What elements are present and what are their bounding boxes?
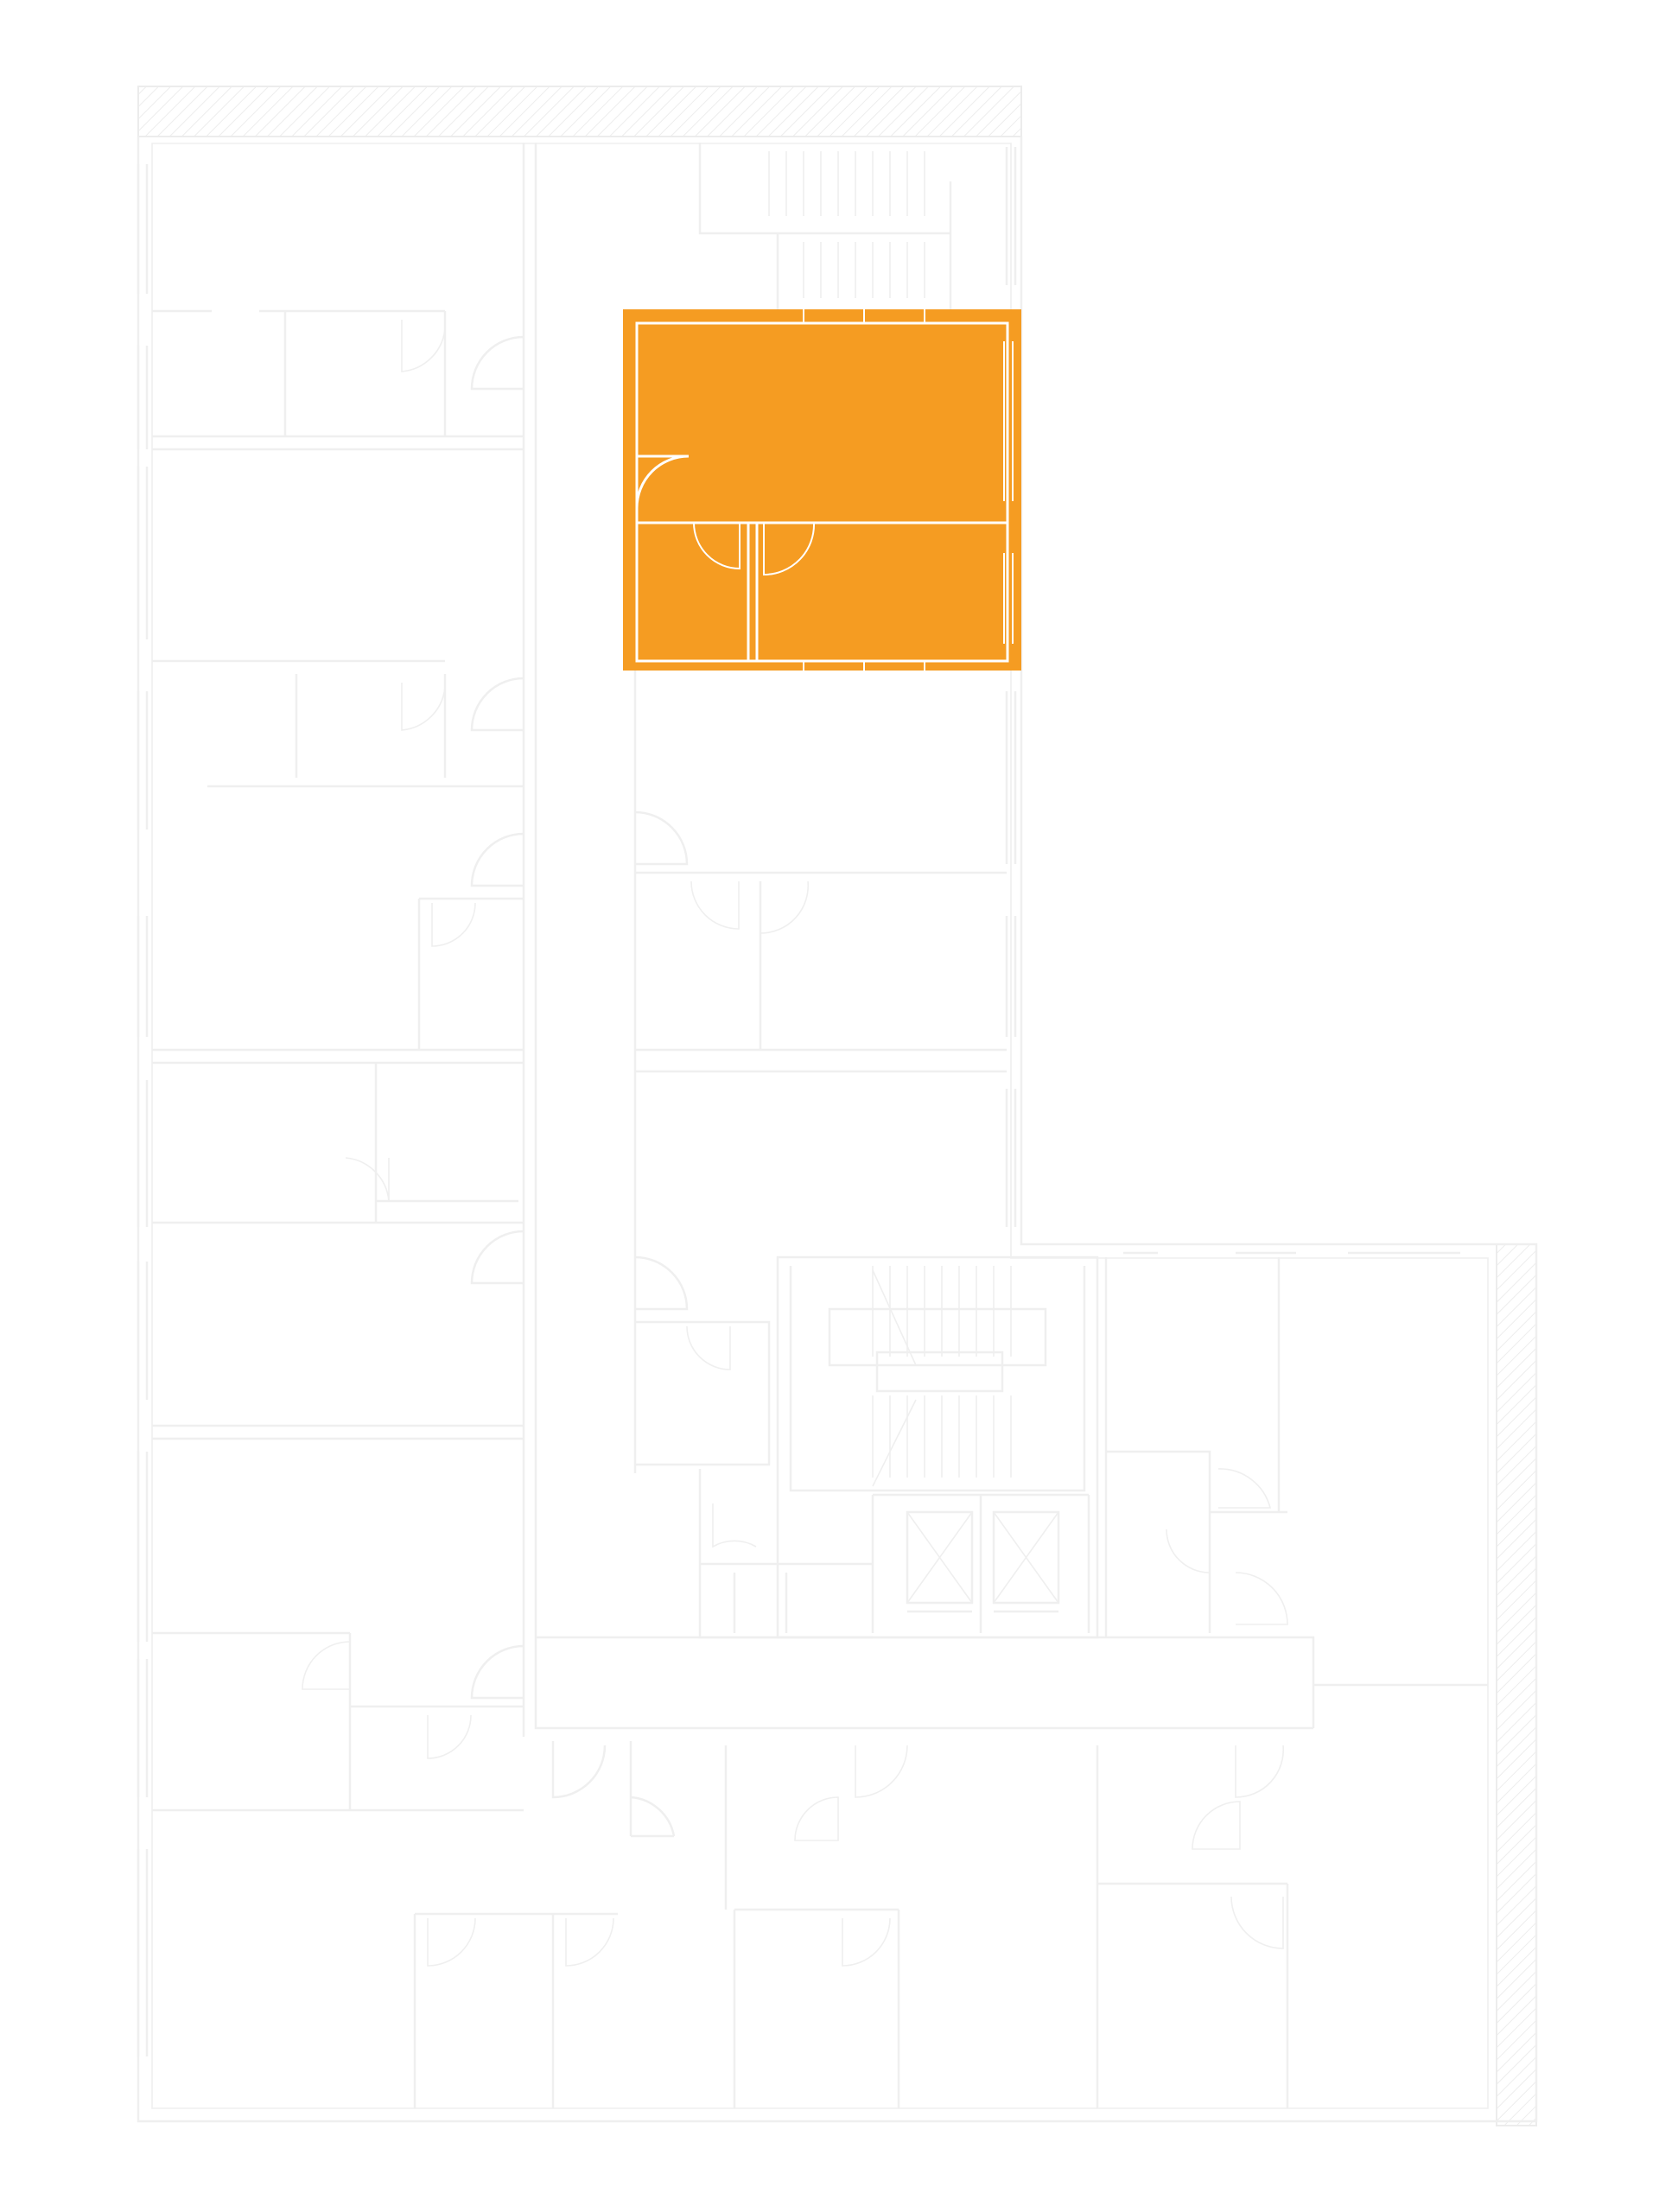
east-windows	[1005, 147, 1017, 1227]
east-wing-door-3	[1235, 1572, 1288, 1625]
west-units	[152, 143, 1313, 2108]
stair-treads-north	[768, 151, 925, 298]
east-small-door	[686, 1325, 731, 1370]
unit-1-bath-door	[401, 320, 446, 372]
stair-core-north	[698, 143, 952, 311]
unit-4-door	[470, 1230, 524, 1285]
south-door-4	[794, 1796, 839, 1841]
highlighted-unit	[623, 309, 1021, 671]
east-unit-door-1	[634, 810, 689, 866]
unit-6-walls	[152, 1437, 524, 1810]
east-unit-door-2	[690, 880, 740, 930]
stair-arrows	[872, 1269, 917, 1487]
service-rooms	[698, 1469, 873, 1639]
south-door-6	[1192, 1801, 1241, 1850]
south-unit-walls	[413, 1908, 900, 2108]
east-unit-walls	[633, 670, 1007, 1473]
highlighted-unit-area	[623, 309, 1021, 671]
unit-4-bath-door	[345, 1157, 390, 1202]
unit-bedroom-partition	[747, 523, 759, 661]
unit-3-door	[470, 832, 524, 887]
south-door-8	[1230, 1896, 1284, 1949]
stair-well	[789, 1266, 1086, 1492]
elevator-cars	[906, 1510, 1060, 1605]
lobby-band	[536, 1636, 1488, 1728]
unit-bedroom-door	[763, 522, 816, 576]
unit-4-walls	[152, 1061, 524, 1224]
inner-wall-line	[151, 143, 1489, 2109]
east-wing-door-2	[1166, 1529, 1211, 1573]
unit-1-door	[470, 335, 524, 391]
core-outline	[776, 1255, 1099, 1639]
unit-2-bath-door	[401, 683, 446, 731]
south-door-2	[565, 1917, 614, 1967]
west-windows	[137, 164, 149, 2056]
building-walls	[137, 86, 1538, 2126]
south-door-3	[842, 1917, 891, 1967]
corridor-wall-west	[534, 143, 1313, 1730]
stair-landing	[828, 1307, 1047, 1393]
unit-entry-door	[635, 454, 690, 509]
unit-east-windows	[1003, 341, 1014, 644]
unit-3-walls	[152, 897, 524, 1052]
east-units	[633, 670, 1007, 1473]
east-wing-door-1	[1217, 1468, 1272, 1509]
east-wing	[1104, 1251, 1460, 1637]
stair-treads-core	[872, 1266, 1012, 1478]
east-wing-walls	[1104, 1257, 1287, 1637]
south-door-1	[427, 1917, 476, 1967]
central-core	[536, 1255, 1488, 1728]
unit-2-walls	[152, 448, 524, 788]
unit-6-bath-door	[302, 1641, 351, 1690]
south-door-7	[1235, 1745, 1285, 1798]
east-unit-door-4	[634, 1255, 689, 1311]
unit-bathroom-door	[693, 522, 741, 570]
unit-1-walls	[152, 309, 524, 438]
unit-6-door	[470, 1644, 524, 1700]
unit-6-closet-door	[427, 1714, 472, 1759]
stair-walls-north	[698, 143, 952, 311]
south-entry-doors	[551, 1741, 676, 1838]
east-exterior-wall	[1496, 1243, 1537, 2126]
north-exterior-wall	[137, 86, 1022, 137]
east-unit-door-3	[760, 880, 810, 934]
south-partitions	[724, 1745, 1289, 2108]
unit-window-ticks	[803, 309, 925, 671]
east-small-unit	[635, 1320, 771, 1466]
unit-3-bath-door	[431, 902, 476, 947]
unit-2-door	[470, 677, 524, 732]
service-door	[712, 1503, 757, 1548]
south-door-5	[855, 1745, 908, 1798]
unit-inner-outline	[635, 321, 1009, 663]
elevator-cross	[906, 1511, 1059, 1604]
